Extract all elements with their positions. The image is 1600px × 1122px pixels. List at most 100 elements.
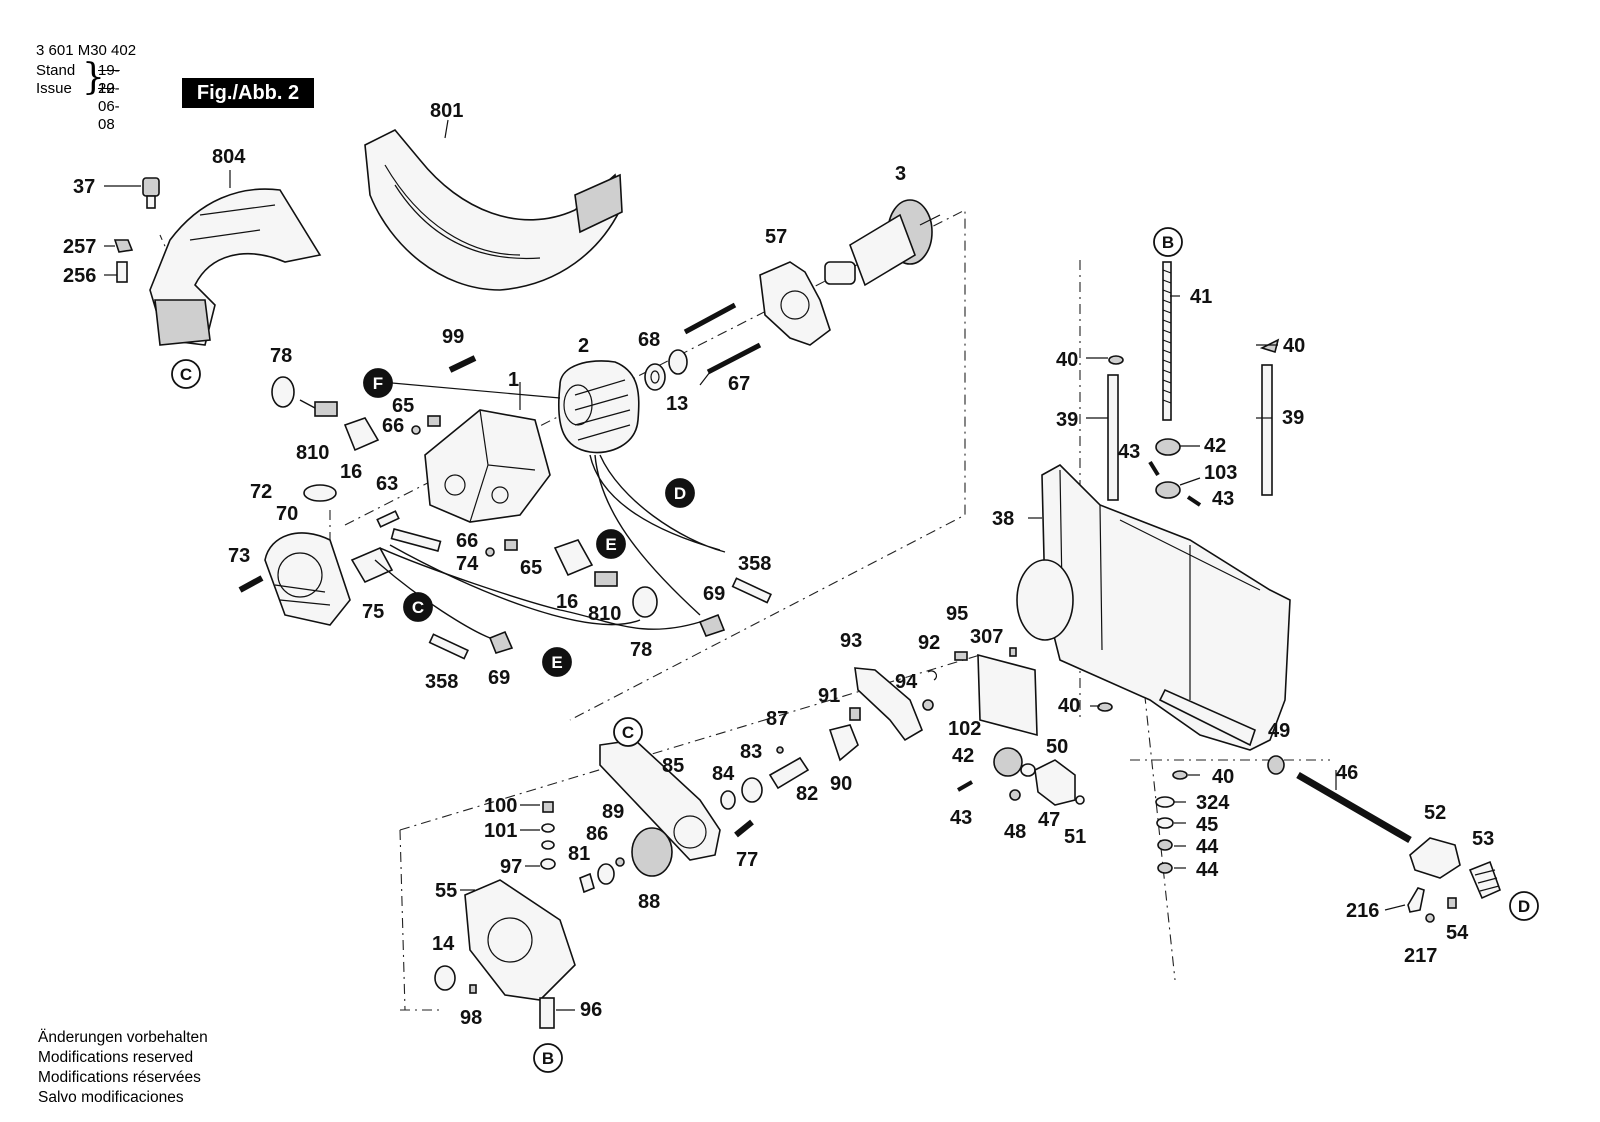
- label-84: 84: [712, 763, 735, 785]
- stand-value: 19-10: [98, 62, 120, 97]
- pin-43-upper-left: [1148, 460, 1160, 477]
- screw-73: [238, 575, 264, 593]
- part-41-threaded-rod: [1162, 261, 1172, 421]
- label-358-left: 358: [425, 671, 458, 693]
- callout-e-upper: E: [596, 529, 626, 559]
- washer-101-a: [541, 823, 555, 833]
- screw-77: [734, 819, 754, 838]
- brace-symbol: }: [82, 57, 105, 98]
- screws-67: [683, 302, 762, 375]
- label-3: 3: [895, 163, 906, 185]
- fasteners-37-257-256: [113, 177, 160, 283]
- label-217: 217: [1404, 945, 1437, 967]
- notice-english: Modifications reserved: [38, 1049, 194, 1066]
- label-44-b: 44: [1196, 859, 1219, 881]
- svg-text:D: D: [674, 484, 686, 503]
- label-96: 96: [580, 999, 602, 1021]
- screw-99: [448, 355, 477, 373]
- part-75: [350, 546, 394, 584]
- label-103: 103: [1204, 462, 1237, 484]
- part-2-field-coil: [558, 360, 640, 454]
- callout-c-mid: C: [403, 592, 433, 622]
- label-91: 91: [818, 685, 840, 707]
- svg-text:C: C: [622, 723, 634, 742]
- label-70: 70: [276, 503, 298, 525]
- label-94: 94: [895, 671, 918, 693]
- label-40-middle: 40: [1058, 695, 1080, 717]
- gearbox-housing-55: [464, 879, 576, 1001]
- part-358-right: [731, 577, 772, 604]
- label-39-left: 39: [1056, 409, 1078, 431]
- brush-810-left: [299, 399, 338, 417]
- label-216: 216: [1346, 900, 1379, 922]
- label-69-left: 69: [488, 667, 510, 689]
- label-74: 74: [456, 553, 479, 575]
- clip-51: [1075, 795, 1085, 805]
- gear-88: [631, 827, 673, 877]
- label-93: 93: [840, 630, 862, 652]
- pin-98: [469, 984, 477, 994]
- bearing-78-lower: [632, 586, 658, 618]
- label-78-lower: 78: [630, 639, 652, 661]
- part-74: [390, 527, 442, 553]
- label-67: 67: [728, 373, 750, 395]
- handwheel-mount-52: [1409, 837, 1461, 879]
- label-43-upper-left: 43: [1118, 441, 1140, 463]
- svg-text:B: B: [1162, 233, 1174, 252]
- part-number-labels: 801 804 37 257 256 3 57 99 68 2 1 78 13 …: [63, 100, 1494, 1029]
- label-2: 2: [578, 335, 589, 357]
- label-86: 86: [586, 823, 608, 845]
- label-72: 72: [250, 481, 272, 503]
- label-38: 38: [992, 508, 1014, 530]
- label-50: 50: [1046, 736, 1068, 758]
- label-324: 324: [1196, 792, 1230, 814]
- label-66-upper: 66: [382, 415, 404, 437]
- pin-43-lower: [957, 780, 973, 792]
- label-52: 52: [1424, 802, 1446, 824]
- figure-tag: Fig./Abb. 2: [182, 78, 314, 108]
- label-48: 48: [1004, 821, 1026, 843]
- label-95: 95: [946, 603, 968, 625]
- screw-217: [1425, 913, 1435, 923]
- label-358-right: 358: [738, 553, 771, 575]
- wiring-harness: [374, 454, 726, 639]
- label-810-lower: 810: [588, 603, 621, 625]
- brush-holder-16-lower: [553, 539, 594, 577]
- label-39-right: 39: [1282, 407, 1304, 429]
- washer-45: [1156, 817, 1174, 829]
- label-257: 257: [63, 236, 96, 258]
- label-14: 14: [432, 933, 455, 955]
- label-256: 256: [63, 265, 96, 287]
- rod-39-right: [1261, 364, 1273, 496]
- callout-d-wire: D: [665, 478, 695, 508]
- modifications-notice: Änderungen vorbehalten Modifications res…: [38, 1028, 208, 1108]
- svg-text:E: E: [605, 535, 616, 554]
- label-40-lower: 40: [1212, 766, 1234, 788]
- label-63: 63: [376, 473, 398, 495]
- label-88: 88: [638, 891, 660, 913]
- spring-92: [927, 670, 938, 681]
- washer-72: [303, 484, 337, 502]
- pin-89: [615, 857, 625, 867]
- part-358-left: [428, 633, 469, 660]
- callout-b-top: B: [1153, 227, 1183, 257]
- knob-53: [1468, 860, 1502, 900]
- label-81: 81: [568, 843, 590, 865]
- nut-44-b: [1157, 862, 1173, 874]
- part-63: [376, 510, 400, 528]
- bracket-90: [828, 724, 859, 762]
- label-43-upper-right: 43: [1212, 488, 1234, 510]
- callout-markers: B B C C C D D E: [171, 227, 1539, 1073]
- bearing-14: [434, 965, 456, 991]
- callout-d-right: D: [1509, 891, 1539, 921]
- label-65-upper: 65: [392, 395, 414, 417]
- document-number: 3 601 M30 402: [36, 42, 137, 59]
- label-78-upper: 78: [270, 345, 292, 367]
- label-69-right: 69: [703, 583, 725, 605]
- clip-40-upper-left: [1108, 355, 1124, 365]
- bearing-78-left: [271, 376, 295, 408]
- notice-french: Modifications réservées: [38, 1069, 201, 1086]
- label-68: 68: [638, 329, 660, 351]
- part-38-lift-frame: [1016, 464, 1291, 751]
- issue-label: Issue: [36, 80, 72, 97]
